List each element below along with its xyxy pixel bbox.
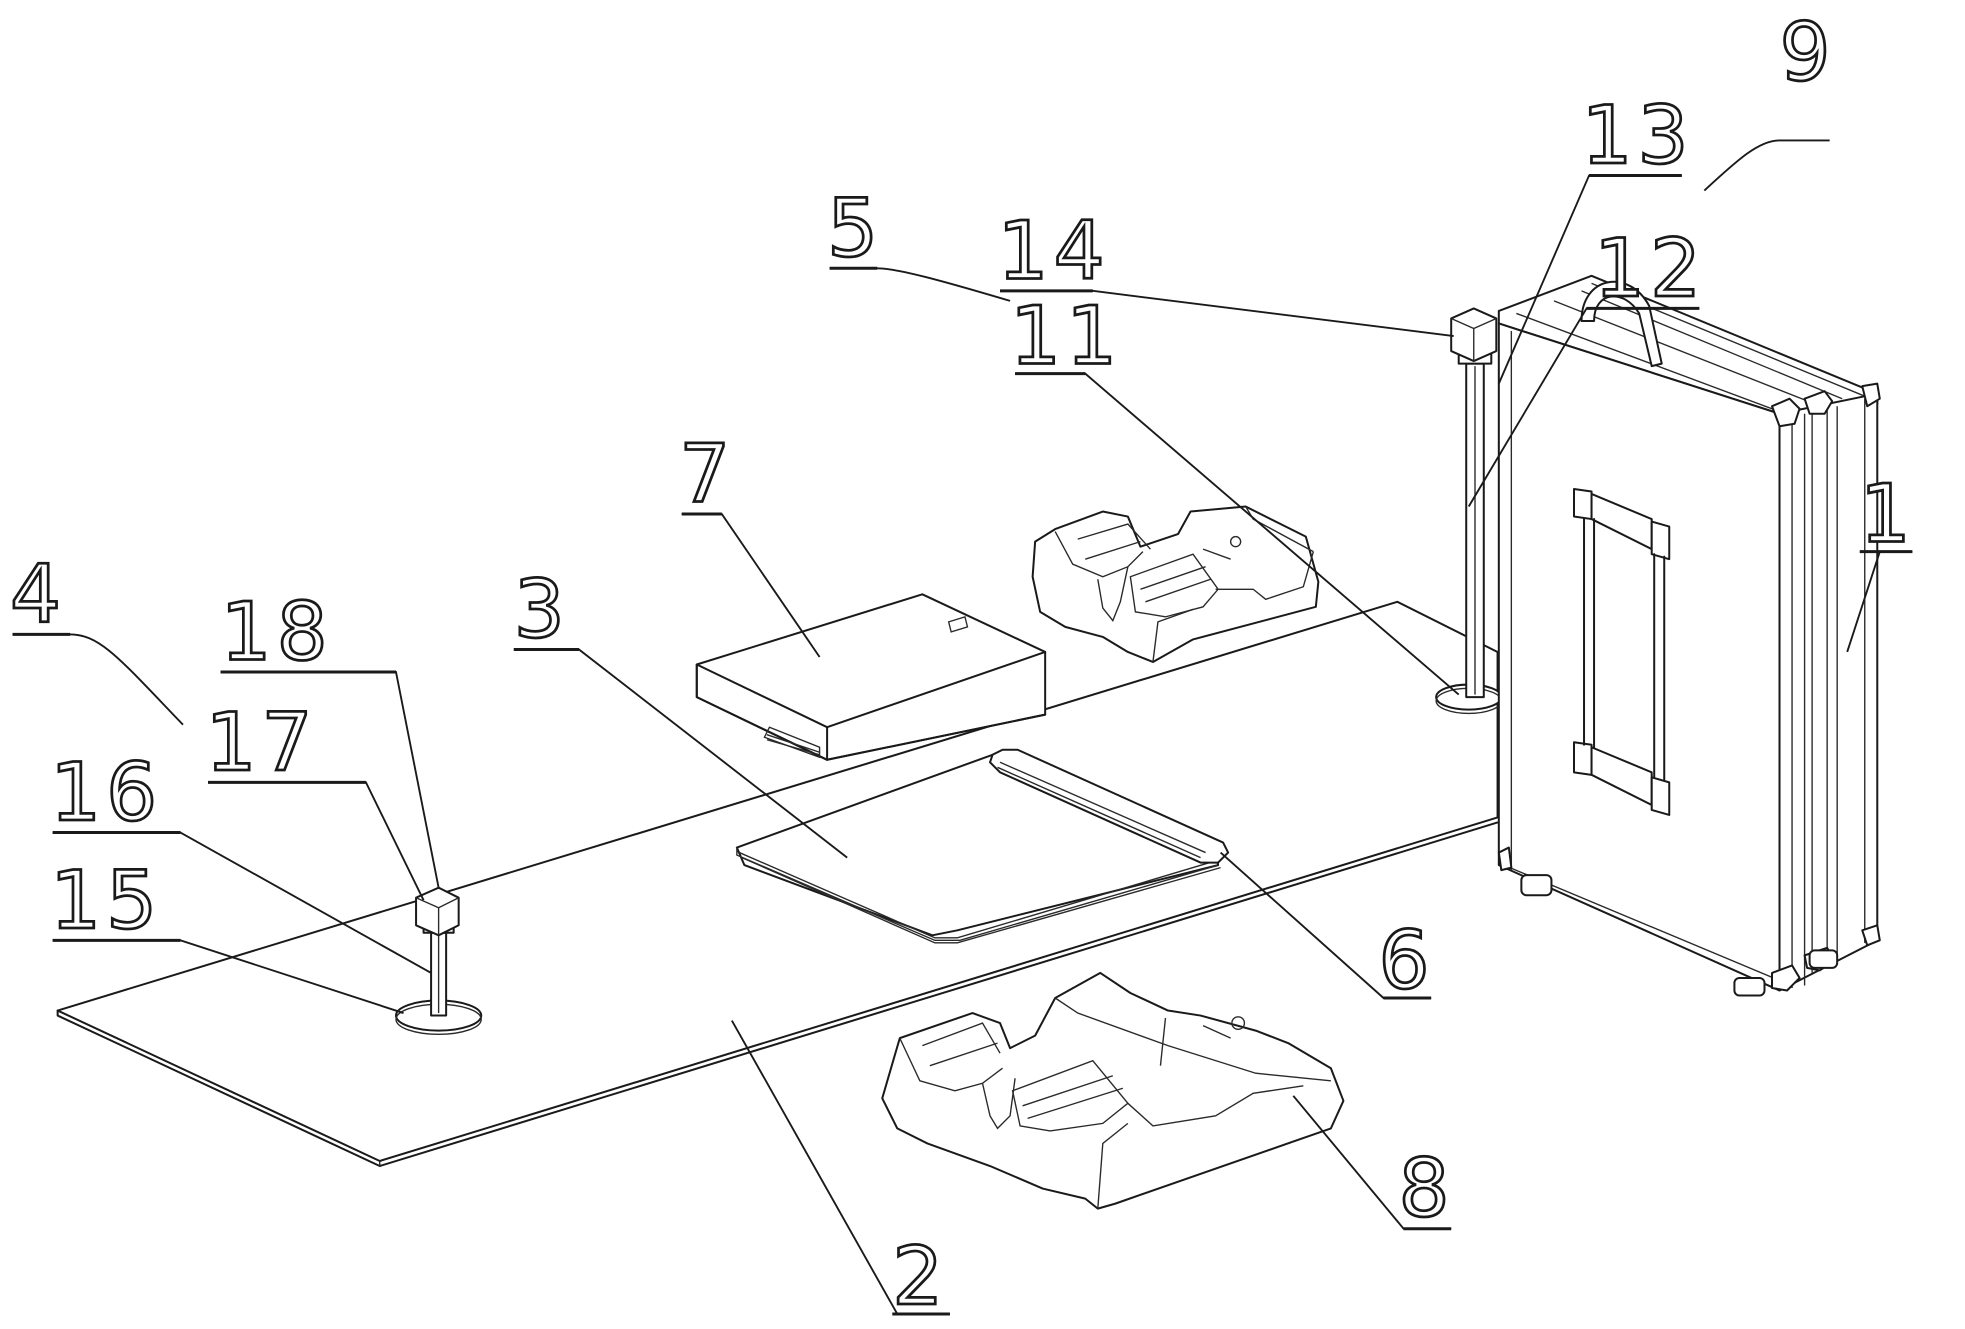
rear-foot-pad — [1031, 505, 1320, 663]
callout-14: 14 — [998, 204, 1110, 297]
front-foot-pad — [881, 971, 1345, 1210]
callout-5: 5 — [827, 182, 883, 275]
callout-6: 6 — [1379, 914, 1435, 1007]
callout-8: 8 — [1399, 1142, 1455, 1235]
storage-box — [695, 593, 1047, 761]
side-handle — [1573, 487, 1671, 816]
callout-12: 12 — [1594, 222, 1706, 315]
callout-labels: 1 2 3 4 5 6 7 8 9 11 12 13 14 15 16 17 1 — [9, 5, 1916, 1324]
board-bolster — [989, 748, 1230, 864]
callout-13: 13 — [1582, 89, 1694, 182]
callout-18: 18 — [221, 585, 333, 678]
callout-11: 11 — [1010, 290, 1122, 383]
callout-15: 15 — [50, 854, 162, 947]
callout-4: 4 — [10, 548, 66, 641]
callout-7: 7 — [679, 427, 735, 520]
callout-9: 9 — [1780, 6, 1836, 99]
suitcase — [1497, 274, 1881, 997]
callout-16: 16 — [50, 746, 162, 839]
front-sensor-post — [395, 886, 483, 1036]
callout-2: 2 — [892, 1230, 948, 1323]
rear-sensor-post — [1435, 307, 1503, 715]
callout-17: 17 — [206, 696, 318, 789]
callout-1: 1 — [1860, 468, 1916, 561]
callout-3: 3 — [514, 563, 570, 656]
